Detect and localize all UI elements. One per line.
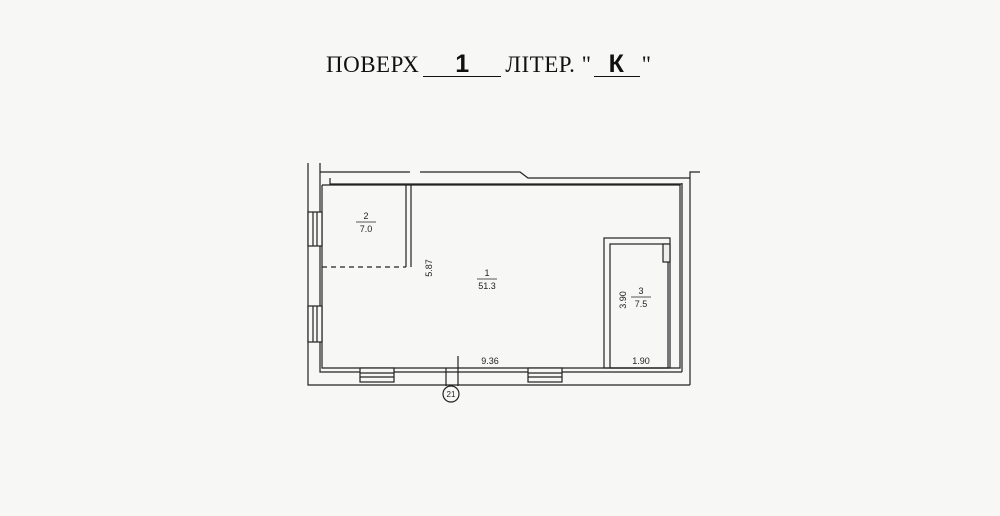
letter-label: ЛІТЕР.: [505, 52, 576, 77]
outer-wall: [307, 163, 700, 386]
dimension-main-height: 5.87: [424, 259, 434, 277]
room-1-area: 51.3: [478, 281, 496, 291]
quote-close: ": [641, 52, 652, 77]
room-3-area: 7.5: [635, 299, 648, 309]
window-bottom-right: [527, 367, 563, 383]
floor-value: 1: [423, 52, 502, 77]
room-2-number: 2: [363, 211, 368, 221]
room-1-label: 1 51.3: [477, 268, 497, 291]
room-3-outline: [603, 237, 671, 369]
window-left-lower: [307, 305, 323, 343]
dimension-room3-width: 1.90: [632, 356, 650, 366]
letter-value: К: [593, 52, 640, 77]
room-3-number: 3: [638, 286, 643, 296]
dimension-room3-height: 3.90: [618, 291, 628, 309]
entry-door: [445, 356, 459, 386]
room-1-outline: [321, 184, 681, 369]
dimension-main-width: 9.36: [481, 356, 499, 366]
room-2-label: 2 7.0: [356, 211, 376, 234]
room-1-number: 1: [484, 268, 489, 278]
quote-open: ": [581, 52, 592, 77]
room-2-partition: [322, 185, 412, 268]
window-left-upper: [307, 211, 323, 247]
axis-marker-circle: [442, 385, 460, 403]
floor-label: ПОВЕРХ: [326, 52, 420, 77]
room-3-label: 3 7.5: [631, 286, 651, 309]
window-bottom-left: [359, 367, 395, 383]
axis-marker-label: 21: [447, 390, 456, 399]
room-2-area: 7.0: [360, 224, 373, 234]
